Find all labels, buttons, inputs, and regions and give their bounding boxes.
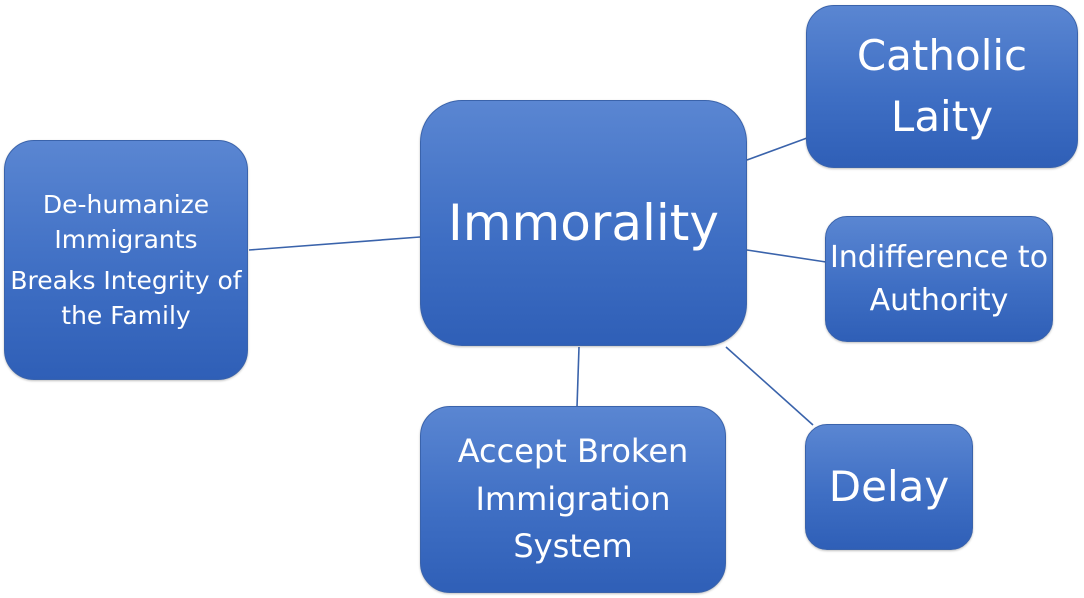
node-accept-broken-immigration-system: Accept Broken Immigration System	[420, 406, 726, 593]
node-breaks-integrity-label: Breaks Integrity of the Family	[10, 266, 242, 330]
node-immorality: Immorality	[420, 100, 747, 346]
node-dehumanize-label: De-humanize Immigrants	[42, 190, 210, 254]
node-delay-label: Delay	[828, 462, 950, 512]
connector-center-accept	[576, 346, 580, 408]
node-dehumanize-immigrants: De-humanize Immigrants Breaks Integrity …	[4, 140, 248, 380]
connector-center-left	[248, 236, 421, 251]
node-immorality-label: Immorality	[448, 193, 719, 252]
node-accept-label: Accept Broken Immigration System	[457, 432, 689, 566]
node-indifference-to-authority: Indifference to Authority	[825, 216, 1053, 342]
node-delay: Delay	[805, 424, 973, 550]
node-indifference-label: Indifference to Authority	[829, 239, 1049, 319]
connector-center-indifference	[746, 249, 827, 263]
connector-center-laity	[746, 137, 808, 161]
node-catholic-laity: Catholic Laity	[806, 5, 1078, 168]
connector-center-delay	[725, 346, 814, 426]
node-catholic-laity-label: Catholic Laity	[856, 30, 1028, 141]
